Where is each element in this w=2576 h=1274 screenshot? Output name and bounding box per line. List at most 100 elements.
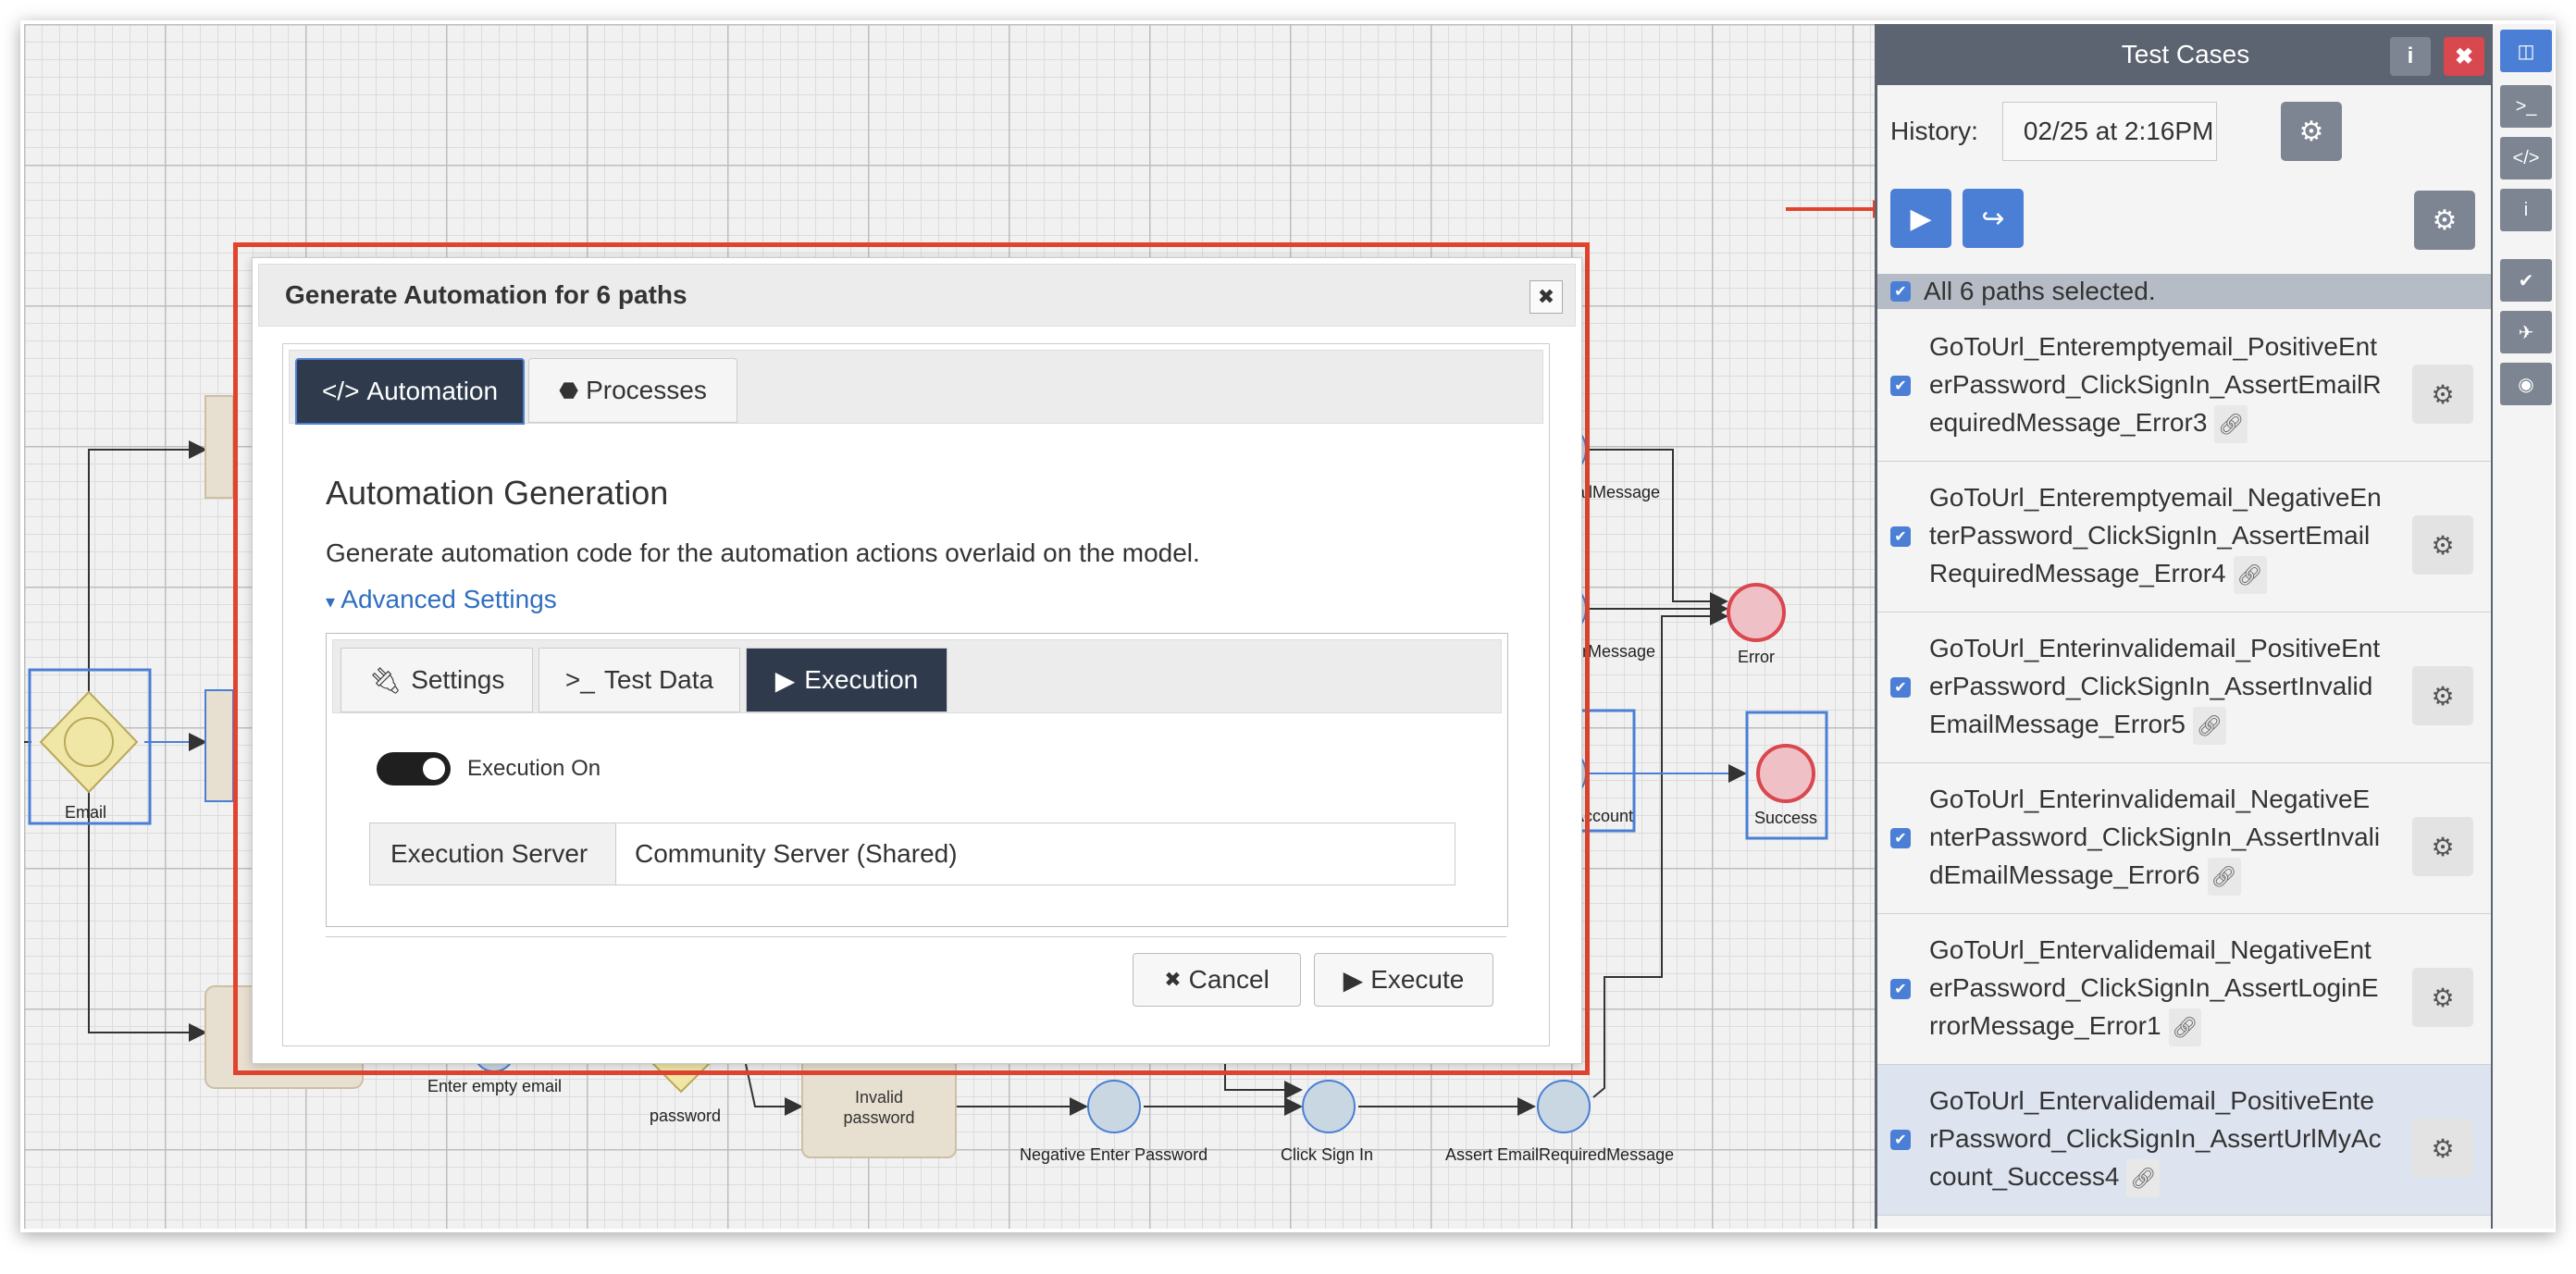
gear-icon: ⚙	[2298, 116, 2324, 147]
path-settings-button[interactable]: ⚙	[2412, 515, 2473, 575]
caret-down-icon: ▾	[326, 592, 336, 612]
terminal-icon: >_	[2515, 95, 2537, 117]
gear-icon: ⚙	[2431, 530, 2455, 560]
assert-email-required-label: Assert EmailRequiredMessage	[1445, 1145, 1675, 1164]
execute-button[interactable]: ▶ Execute	[1314, 953, 1493, 1007]
path-list-item[interactable]: ✔GoToUrl_Enterinvalidemail_PositiveEnter…	[1877, 612, 2494, 763]
password-gateway-label: password	[650, 1107, 722, 1125]
close-icon: ✖	[1537, 285, 1555, 308]
email-gateway-label: Email	[65, 803, 107, 822]
path-checkbox[interactable]: ✔	[1890, 677, 1911, 698]
advanced-settings-box: 🔌︎ Settings >_ Test Data ▶ Execution Exe…	[326, 633, 1508, 927]
path-checkbox[interactable]: ✔	[1890, 526, 1911, 547]
generate-automation-button[interactable]: ▶	[1890, 189, 1951, 248]
path-checkbox[interactable]: ✔	[1890, 376, 1911, 396]
test-cases-panel: Test Cases i ✖ History: 02/25 at 2:16PM …	[1875, 24, 2494, 1229]
validate-button[interactable]: ✔	[2500, 259, 2552, 302]
tab-execution[interactable]: ▶ Execution	[746, 648, 947, 712]
tab-settings-label: Settings	[411, 665, 505, 694]
info-icon: i	[2407, 43, 2414, 68]
check-icon: ✔	[2518, 270, 2534, 291]
path-settings-button[interactable]: ⚙	[2412, 365, 2473, 424]
tab-settings[interactable]: 🔌︎ Settings	[341, 648, 533, 712]
panel-settings-button[interactable]: ⚙	[2414, 191, 2475, 250]
view-button[interactable]: ◉	[2500, 363, 2552, 405]
gear-icon: ⚙	[2431, 681, 2455, 711]
link-icon[interactable]: 🔗︎	[2214, 405, 2248, 443]
tab-automation[interactable]: </> Automation	[295, 358, 525, 425]
negative-enter-password-label: Negative Enter Password	[1020, 1145, 1208, 1164]
cancel-button[interactable]: ✖ Cancel	[1133, 953, 1301, 1007]
path-settings-button[interactable]: ⚙	[2412, 968, 2473, 1027]
selection-bar[interactable]: ✔ All 6 paths selected.	[1877, 274, 2494, 309]
path-label: GoToUrl_Enterinvalidemail_NegativeEnterP…	[1929, 785, 2381, 889]
execution-toggle[interactable]	[377, 752, 451, 785]
error-end-label: Error	[1738, 648, 1775, 666]
path-checkbox[interactable]: ✔	[1890, 1130, 1911, 1150]
info-button[interactable]: i	[2390, 37, 2431, 76]
panel-toggle-button[interactable]: ◫	[2500, 30, 2552, 72]
execution-server-select[interactable]: Community Server (Shared)	[635, 839, 958, 868]
android-icon: ⬣	[559, 377, 579, 403]
play-icon: ▶	[774, 665, 796, 695]
close-panel-button[interactable]: ✖	[2444, 37, 2484, 76]
path-list-item[interactable]: ✔GoToUrl_Entervalidemail_PositiveEnterPa…	[1877, 1065, 2494, 1216]
generate-automation-modal: Generate Automation for 6 paths ✖ </> Au…	[252, 257, 1582, 1064]
app-window: Email Enter empty email password Invalid…	[20, 20, 2556, 1232]
info-icon: i	[2523, 199, 2529, 220]
code-icon: </>	[2512, 147, 2540, 168]
path-checkbox[interactable]: ✔	[1890, 828, 1911, 848]
tab-automation-label: Automation	[366, 377, 499, 405]
code-icon: </>	[321, 377, 360, 405]
cancel-label: Cancel	[1188, 965, 1269, 994]
path-list-item[interactable]: ✔ GoToUrl_Enteremptyemail_NegativeEnterPa…	[1877, 462, 2494, 612]
select-all-checkbox[interactable]: ✔	[1890, 281, 1911, 302]
selection-text: All 6 paths selected.	[1924, 277, 2156, 305]
click-sign-in-label: Click Sign In	[1281, 1145, 1374, 1164]
code-button[interactable]: </>	[2500, 137, 2552, 179]
share-icon: ↪	[1981, 203, 2005, 234]
tab-processes[interactable]: ⬣ Processes	[528, 358, 737, 423]
right-toolbar: ◫ >_ </> i ✔ ✈ ◉	[2491, 24, 2554, 1229]
link-icon[interactable]: 🔗︎	[2233, 556, 2267, 594]
link-icon[interactable]: 🔗︎	[2207, 858, 2241, 896]
link-icon[interactable]: 🔗︎	[2126, 1159, 2161, 1197]
execute-label: Execute	[1370, 965, 1465, 994]
section-description: Generate automation code for the automat…	[326, 538, 1200, 567]
panel-header: Test Cases i ✖	[1877, 24, 2494, 85]
play-icon: ▶	[1910, 203, 1932, 234]
path-list-item[interactable]: ✔ GoToUrl_Enterinvalidemail_NegativeEnter…	[1877, 763, 2494, 914]
execution-server-label: Execution Server	[370, 823, 616, 884]
path-list-item[interactable]: ✔GoToUrl_Entervalidemail_NegativeEnterPa…	[1877, 914, 2494, 1065]
play-icon: ▶	[1343, 965, 1364, 995]
link-icon[interactable]: 🔗︎	[2193, 707, 2226, 745]
path-list-item[interactable]: ✔GoToUrl_Enteremptyemail_PositiveEnterPa…	[1877, 311, 2494, 462]
history-settings-button[interactable]: ⚙	[2281, 102, 2342, 161]
terminal-icon: >_	[564, 665, 595, 694]
export-button[interactable]: ↪	[1963, 189, 2024, 248]
advanced-settings-link[interactable]: ▾ Advanced Settings	[326, 585, 557, 614]
path-settings-button[interactable]: ⚙	[2412, 817, 2473, 876]
plug-icon: 🔌︎	[368, 665, 402, 695]
link-icon[interactable]: 🔗︎	[2168, 1008, 2202, 1046]
history-select[interactable]: 02/25 at 2:16PM	[2001, 102, 2217, 161]
console-button[interactable]: >_	[2500, 85, 2552, 128]
path-label: GoToUrl_Enteremptyemail_NegativeEnterPas…	[1929, 483, 2382, 588]
path-checkbox[interactable]: ✔	[1890, 979, 1911, 999]
modal-body: </> Automation ⬣ Processes Automation Ge…	[282, 343, 1550, 1046]
path-settings-button[interactable]: ⚙	[2412, 666, 2473, 725]
path-text: GoToUrl_Enterinvalidemail_NegativeEnterP…	[1929, 780, 2383, 896]
enter-empty-email-label: Enter empty email	[427, 1077, 563, 1095]
path-text: GoToUrl_Enteremptyemail_NegativeEnterPas…	[1929, 478, 2383, 594]
modal-close-button[interactable]: ✖	[1530, 280, 1563, 314]
advanced-tabbar: 🔌︎ Settings >_ Test Data ▶ Execution	[332, 639, 1502, 713]
modal-title: Generate Automation for 6 paths	[258, 264, 1576, 327]
path-settings-button[interactable]: ⚙	[2412, 1119, 2473, 1178]
path-list: ✔GoToUrl_Enteremptyemail_PositiveEnterPa…	[1877, 311, 2494, 1216]
simulate-button[interactable]: ✈	[2500, 311, 2552, 353]
highlight-box	[233, 242, 1590, 1075]
footer-divider	[326, 936, 1506, 937]
tab-test-data[interactable]: >_ Test Data	[539, 648, 740, 712]
section-title: Automation Generation	[326, 474, 669, 512]
info-toolbar-button[interactable]: i	[2500, 189, 2552, 231]
